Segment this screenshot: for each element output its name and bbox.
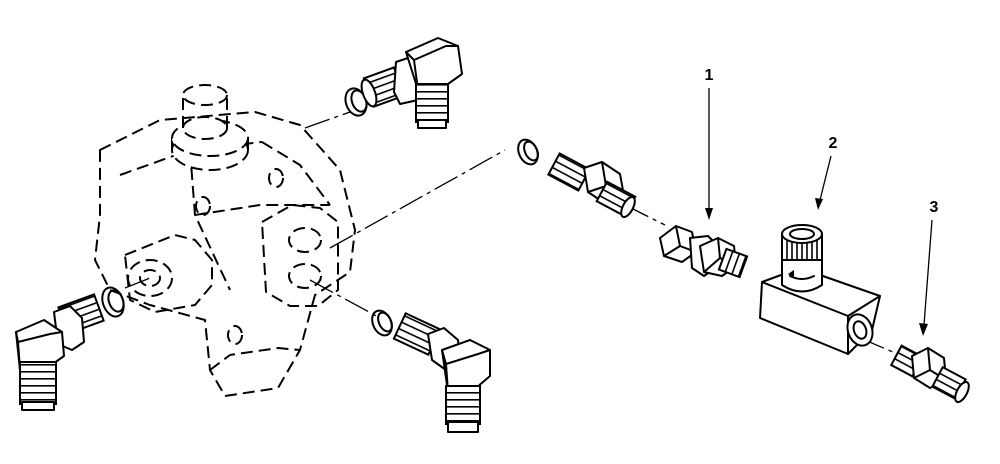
- pump-body-phantom: [94, 84, 356, 397]
- o-ring-middle: [517, 138, 539, 166]
- straight-fitting: [547, 152, 637, 218]
- callout-label-3: 3: [930, 199, 939, 216]
- o-ring-left: [101, 286, 125, 318]
- callout-label-2: 2: [829, 135, 838, 152]
- callout-3: 3: [919, 199, 939, 336]
- callout-1: 1: [705, 67, 714, 220]
- valve-block: [759, 224, 881, 355]
- o-ring-right: [371, 309, 393, 337]
- elbow-fitting-upper: [360, 37, 463, 129]
- union-fitting: [659, 225, 749, 279]
- elbow-fitting-left: [15, 293, 105, 411]
- callout-label-1: 1: [705, 67, 714, 84]
- elbow-fitting-right: [392, 311, 491, 433]
- callout-2: 2: [815, 135, 838, 210]
- nipple-fitting: [889, 344, 970, 403]
